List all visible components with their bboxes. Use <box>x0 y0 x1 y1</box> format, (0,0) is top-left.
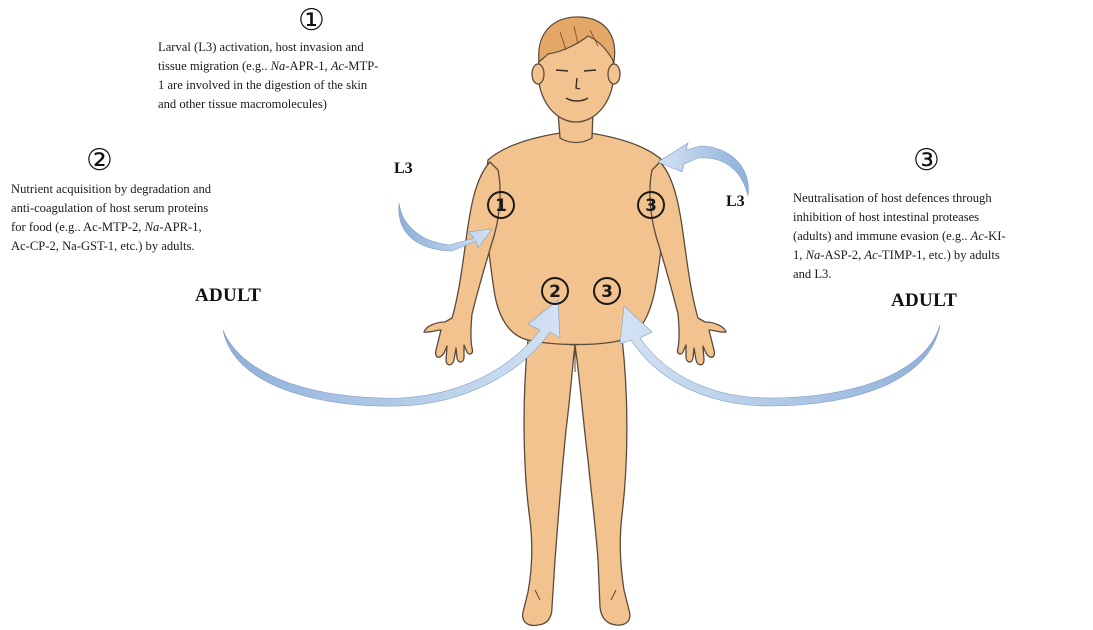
marker-lower-right: 3 <box>601 282 613 302</box>
step-3-description: Neutralisation of host defences through … <box>793 189 1089 284</box>
step-3-line: 1, Na-ASP-2, Ac-TIMP-1, etc.) by adults <box>793 246 1089 265</box>
marker-left-arm: 1 <box>495 196 507 216</box>
right-leg <box>575 338 630 625</box>
step-2-number: ② <box>86 146 113 176</box>
left-leg <box>523 340 575 625</box>
right-arm <box>650 162 726 365</box>
marker-lower-left: 2 <box>549 282 561 302</box>
left-ear <box>532 64 544 84</box>
step-1-line: 1 are involved in the digestion of the s… <box>158 76 458 95</box>
adult-left-label: ADULT <box>195 285 261 307</box>
step-2-line: Ac-CP-2, Na-GST-1, etc.) by adults. <box>11 237 303 256</box>
right-ear <box>608 64 620 84</box>
step-1-line: Larval (L3) activation, host invasion an… <box>158 38 458 57</box>
step-3-line: Neutralisation of host defences through <box>793 189 1089 208</box>
step-1-line: and other tissue macromolecules) <box>158 95 458 114</box>
step-3-line: (adults) and immune evasion (e.g.. Ac-KI… <box>793 227 1089 246</box>
marker-right-arm: 3 <box>645 196 657 216</box>
step-3-line: inhibition of host intestinal proteases <box>793 208 1089 227</box>
step-2-line: anti-coagulation of host serum proteins <box>11 199 303 218</box>
human-body <box>424 22 726 625</box>
step-1-number: ① <box>298 6 325 36</box>
step-2-line: for food (e.g.. Ac-MTP-2, Na-APR-1, <box>11 218 303 237</box>
l3-right-label: L3 <box>726 193 745 211</box>
step-1-description: Larval (L3) activation, host invasion an… <box>158 38 458 114</box>
step-3-line: and L3. <box>793 265 1089 284</box>
adult-right-arrow <box>620 306 940 406</box>
step-2-description: Nutrient acquisition by degradation and … <box>11 180 303 256</box>
left-arm <box>424 162 500 365</box>
adult-right-label: ADULT <box>891 290 957 312</box>
l3-left-label: L3 <box>394 160 413 178</box>
torso <box>486 133 665 345</box>
step-3-number: ③ <box>913 146 940 176</box>
step-2-line: Nutrient acquisition by degradation and <box>11 180 303 199</box>
step-1-line: tissue migration (e.g.. Na-APR-1, Ac-MTP… <box>158 57 458 76</box>
